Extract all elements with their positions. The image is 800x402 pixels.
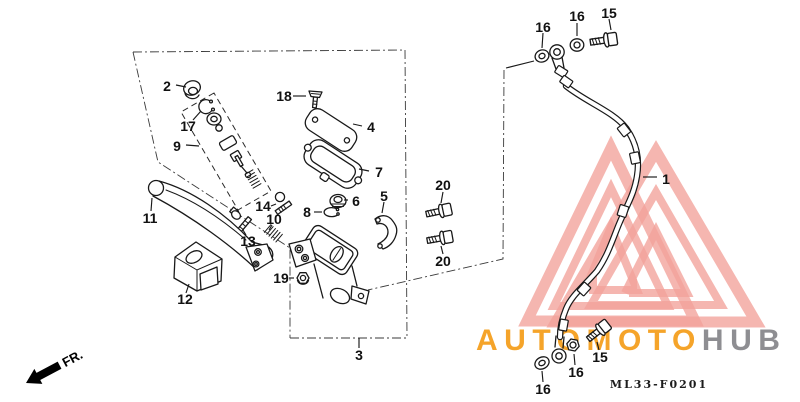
- part-1-brake-hose: [549, 44, 642, 364]
- part-20-bolt-upper: [424, 201, 454, 222]
- kit-spring: [244, 169, 262, 189]
- piston-kit-outline: [180, 92, 272, 211]
- part-16-washer-bottom-left: [534, 356, 550, 370]
- callout-8-7[interactable]: 8: [303, 204, 311, 220]
- assembly-boundary-lines: [132, 49, 505, 339]
- callout-20-24[interactable]: 20: [435, 253, 451, 269]
- part-19-nut: [296, 272, 310, 285]
- part-5-clamp: [374, 215, 398, 250]
- callout-13-12[interactable]: 13: [240, 233, 256, 249]
- callout-17-20[interactable]: 17: [180, 118, 196, 134]
- part-4-reservoir-cover: [304, 108, 358, 152]
- fr-direction-indicator: FR.: [26, 347, 86, 384]
- part-16-washer-bottom-mid: [566, 338, 580, 352]
- part-9-piston-kit: [215, 124, 262, 189]
- callout-15-14[interactable]: 15: [601, 5, 617, 21]
- fr-arrow-icon: [26, 361, 62, 384]
- callout-leader-lines: [150, 18, 657, 383]
- part-10-spring: [263, 224, 283, 243]
- part-14-pushrod-pin: [274, 191, 293, 216]
- part-8-snap-ring: [323, 206, 340, 218]
- part-11-brake-lever: [147, 179, 274, 272]
- part-2-boot: [183, 80, 201, 100]
- callout-19-22[interactable]: 19: [273, 270, 289, 286]
- callout-12-11[interactable]: 12: [177, 291, 193, 307]
- part-12-lever-holder: [173, 241, 223, 292]
- part-15-oil-bolt-top: [588, 30, 619, 50]
- callout-16-19[interactable]: 16: [535, 381, 551, 397]
- callout-7-6[interactable]: 7: [375, 164, 383, 180]
- part-17-circlip-and-washer: [198, 99, 222, 126]
- diagram-code: ML33-F0201: [610, 378, 708, 391]
- callout-1-0[interactable]: 1: [662, 171, 670, 187]
- callout-layer: 1234567891011121314151516161616171819202…: [143, 5, 671, 397]
- part-7-reservoir-body: [303, 139, 363, 189]
- part-16-washer-top-left: [534, 49, 550, 63]
- brand-triangle-watermark: [518, 135, 766, 328]
- callout-20-23[interactable]: 20: [435, 177, 451, 193]
- callout-9-8[interactable]: 9: [173, 138, 181, 154]
- callout-3-2[interactable]: 3: [355, 347, 363, 363]
- callout-18-21[interactable]: 18: [276, 88, 292, 104]
- callout-16-18[interactable]: 16: [568, 364, 584, 380]
- callout-14-13[interactable]: 14: [255, 198, 271, 214]
- brand-wordmark: AUTOMOTOHUB: [476, 324, 786, 357]
- callout-16-16[interactable]: 16: [535, 19, 551, 35]
- callout-2-1[interactable]: 2: [163, 78, 171, 94]
- callout-4-3[interactable]: 4: [367, 119, 375, 135]
- fr-label: FR.: [60, 347, 86, 370]
- brand-wordmark-right: HUB: [702, 324, 787, 357]
- part-20-bolt-lower: [425, 228, 455, 248]
- callout-5-4[interactable]: 5: [380, 188, 388, 204]
- brand-wordmark-left: AUTOMOTO: [476, 324, 702, 357]
- callout-6-5[interactable]: 6: [352, 193, 360, 209]
- callout-11-10[interactable]: 11: [143, 210, 158, 226]
- callout-15-15[interactable]: 15: [592, 349, 608, 365]
- part-3-master-cylinder-body: [288, 224, 370, 305]
- part-18-screw: [308, 90, 323, 109]
- part-16-washer-top-mid: [569, 38, 585, 52]
- callout-10-9[interactable]: 10: [266, 211, 282, 227]
- part-6-grommet: [329, 193, 347, 209]
- callout-16-17[interactable]: 16: [569, 8, 585, 24]
